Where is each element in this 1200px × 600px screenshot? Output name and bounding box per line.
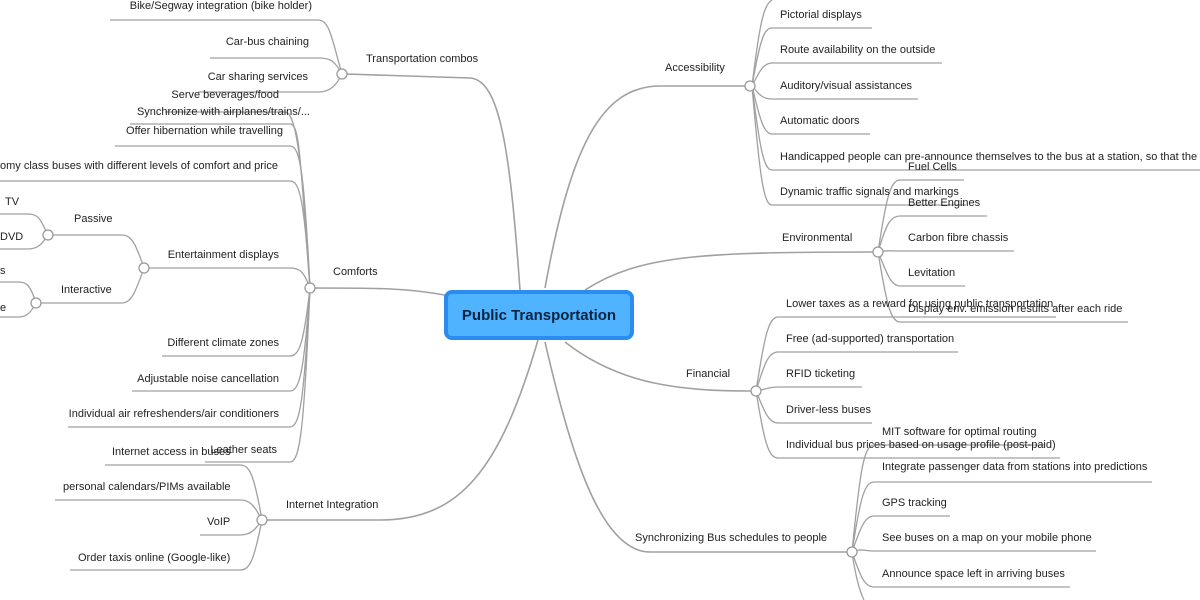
- list-item[interactable]: Driver-less buses: [786, 404, 871, 416]
- list-item[interactable]: Offer hibernation while travelling: [126, 125, 283, 137]
- hub-accessibility: [744, 80, 756, 92]
- list-item[interactable]: omy class buses with different levels of…: [0, 160, 278, 172]
- list-item[interactable]: Different climate zones: [167, 337, 279, 349]
- list-item[interactable]: See buses on a map on your mobile phone: [882, 532, 1092, 544]
- list-item[interactable]: Announce space left in arriving buses: [882, 568, 1065, 580]
- hub-financial: [750, 385, 762, 397]
- hub-passive: [42, 229, 54, 241]
- connector-sync: [544, 341, 850, 553]
- list-item[interactable]: Display env. emission results after each…: [908, 303, 1123, 315]
- sub-branch-interactive[interactable]: Interactive: [61, 284, 112, 296]
- list-item[interactable]: Carbon fibre chassis: [908, 232, 1009, 244]
- list-item[interactable]: Car sharing services: [207, 71, 308, 83]
- branch-financial[interactable]: Financial: [686, 368, 731, 380]
- list-item[interactable]: Route availability on the outside: [780, 44, 936, 56]
- list-item[interactable]: Better Engines: [908, 197, 981, 209]
- hub-environmental: [872, 246, 884, 258]
- list-item[interactable]: Individual bus prices based on usage pro…: [786, 439, 1056, 451]
- connector-accessibility: [544, 85, 748, 289]
- list-item[interactable]: Serve beverages/food: [171, 89, 279, 101]
- branch-transport-combos[interactable]: Transportation combos: [366, 53, 479, 65]
- central-topic[interactable]: Public Transportation: [444, 290, 634, 340]
- list-item[interactable]: RFID ticketing: [786, 368, 856, 380]
- connector-comforts: [309, 287, 451, 297]
- list-item[interactable]: s: [0, 265, 6, 277]
- list-item[interactable]: MIT software for optimal routing: [882, 426, 1037, 438]
- sub-branch-passive[interactable]: Passive: [74, 213, 113, 225]
- hub-transport-combos: [336, 68, 348, 80]
- branch-internet[interactable]: Internet Integration: [286, 499, 379, 511]
- connector-internet: [260, 339, 539, 521]
- connector-environmental: [584, 251, 877, 291]
- branch-accessibility[interactable]: Accessibility: [665, 62, 725, 74]
- list-item[interactable]: Car-bus chaining: [225, 36, 309, 48]
- branch-sync[interactable]: Synchronizing Bus schedules to people: [635, 532, 828, 544]
- list-item[interactable]: Automatic doors: [780, 115, 860, 127]
- branch-comforts[interactable]: Comforts: [333, 266, 378, 278]
- list-item[interactable]: Order taxis online (Google-like): [78, 552, 231, 564]
- list-item[interactable]: VoIP: [207, 516, 231, 528]
- list-item[interactable]: e: [0, 302, 7, 314]
- connector-transport-combos: [345, 73, 521, 291]
- branch-environmental[interactable]: Environmental: [782, 232, 853, 244]
- list-item[interactable]: DVD: [0, 231, 24, 243]
- list-item[interactable]: Integrate passenger data from stations i…: [882, 461, 1148, 473]
- list-item[interactable]: Adjustable noise cancellation: [137, 373, 279, 385]
- list-item[interactable]: Bike/Segway integration (bike holder): [129, 0, 312, 12]
- list-item[interactable]: Lower taxes as a reward for using public…: [786, 298, 1054, 310]
- list-item[interactable]: Handicapped people can pre-announce them…: [780, 151, 1198, 163]
- list-item[interactable]: Internet access in buses: [112, 446, 231, 458]
- list-item[interactable]: Dynamic traffic signals and markings: [780, 186, 959, 198]
- list-item[interactable]: Pictorial displays: [780, 9, 862, 21]
- list-item[interactable]: Free (ad-supported) transportation: [786, 333, 955, 345]
- connector-financial: [564, 341, 755, 392]
- hub-sync: [846, 546, 858, 558]
- hub-interactive: [30, 297, 42, 309]
- list-item[interactable]: Levitation: [908, 267, 956, 279]
- list-item[interactable]: GPS tracking: [882, 497, 947, 509]
- list-item[interactable]: Leather seats: [210, 444, 277, 456]
- hub-entertainment: [138, 262, 150, 274]
- list-item[interactable]: TV: [5, 196, 20, 208]
- list-item[interactable]: Individual air refreshenders/air conditi…: [68, 408, 279, 420]
- hub-internet: [256, 514, 268, 526]
- hub-comforts: [304, 282, 316, 294]
- list-item[interactable]: Fuel Cells: [908, 161, 957, 173]
- list-item[interactable]: Auditory/visual assistances: [780, 80, 913, 92]
- list-item[interactable]: Entertainment displays: [167, 249, 279, 261]
- list-item[interactable]: personal calendars/PIMs available: [63, 481, 231, 493]
- list-item[interactable]: Synchronize with airplanes/trains/...: [136, 106, 310, 118]
